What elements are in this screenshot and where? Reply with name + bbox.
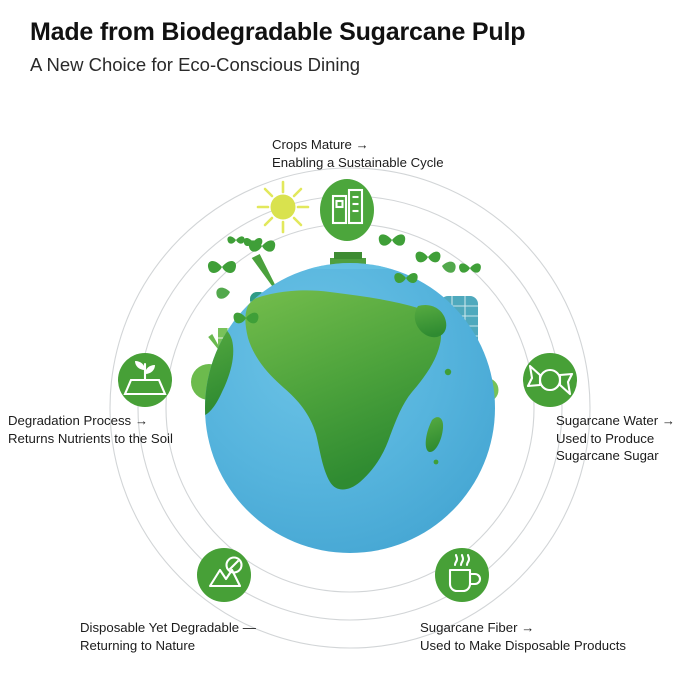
candy-sugar-icon-circle[interactable] [523, 353, 577, 407]
callout-label-bottom-right: Sugarcane Fiber → Used to Make Disposabl… [420, 620, 626, 653]
node-bottom-left[interactable] [197, 548, 251, 602]
no-landfill-icon [208, 556, 243, 588]
butterfly-icon [459, 263, 481, 273]
butterfly-icon [415, 251, 441, 263]
eco-building-icon [331, 188, 364, 225]
globe [205, 263, 495, 553]
node-left[interactable] [118, 353, 172, 407]
callout-label-left: Degradation Process → Returns Nutrients … [8, 413, 173, 446]
leaf-icon [442, 261, 456, 273]
butterfly-icon [227, 236, 245, 244]
coffee-cup-icon-circle[interactable] [435, 548, 489, 602]
page-title: Made from Biodegradable Sugarcane Pulp [30, 18, 526, 46]
callout-label-bottom-left: Disposable Yet Degradable — Returning to… [80, 620, 256, 653]
butterfly-icon [243, 238, 263, 247]
butterfly-icon [207, 261, 237, 274]
leaf-icon [216, 287, 230, 299]
candy-sugar-icon [526, 364, 574, 396]
sun-icon [256, 180, 310, 234]
node-right[interactable] [523, 353, 577, 407]
header: Made from Biodegradable Sugarcane Pulp A… [30, 18, 670, 76]
sprout-in-soil-icon [123, 361, 167, 396]
callout-label-top: Crops Mature → Enabling a Sustainable Cy… [272, 137, 444, 170]
callout-label-right: Sugarcane Water → Used to Produce Sugarc… [556, 413, 675, 463]
orbit-ring-outer [109, 167, 591, 649]
butterflies [207, 234, 481, 324]
node-bottom-right[interactable] [435, 548, 489, 602]
butterfly-icon [378, 234, 406, 246]
butterfly-icon [233, 312, 259, 324]
butterfly-icon [394, 273, 418, 284]
coffee-cup-icon [448, 553, 481, 593]
page-subtitle: A New Choice for Eco-Conscious Dining [30, 53, 361, 75]
node-top[interactable] [320, 179, 374, 241]
